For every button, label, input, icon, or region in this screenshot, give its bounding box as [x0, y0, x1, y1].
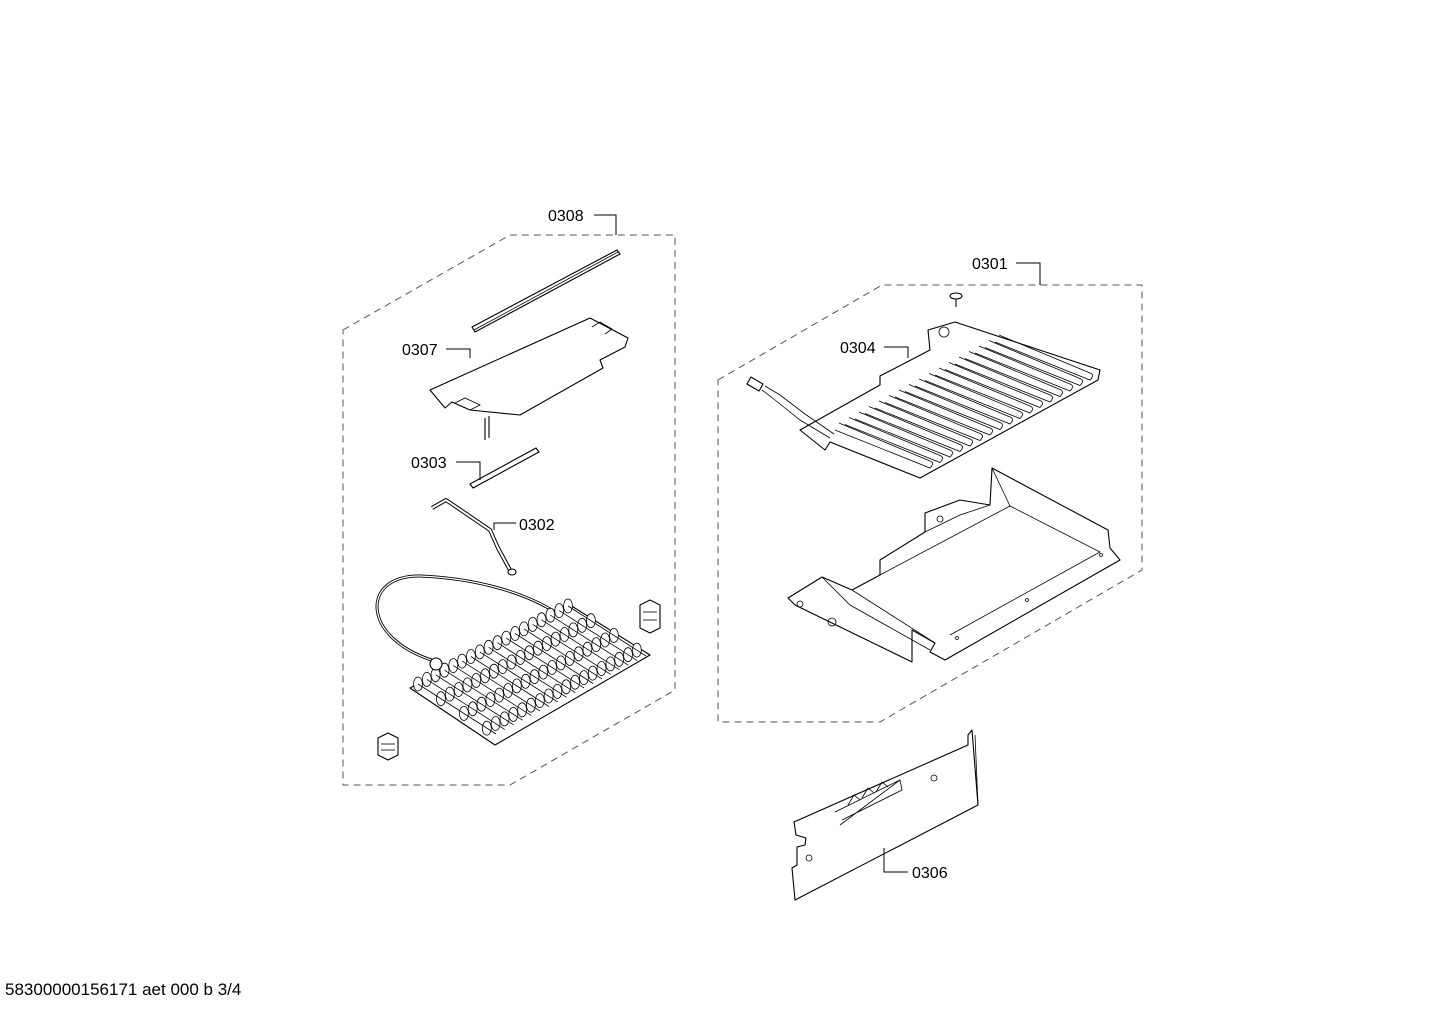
label-0302: 0302 — [519, 517, 555, 534]
part-rod-0303 — [469, 447, 540, 489]
label-0304: 0304 — [840, 340, 876, 357]
part-evaporator-coil — [375, 574, 651, 746]
part-strip-top — [471, 249, 621, 333]
leader-lines — [446, 214, 1041, 873]
part-panel-0306 — [791, 729, 979, 901]
label-0308: 0308 — [548, 208, 584, 225]
part-screw — [949, 292, 963, 307]
label-0303: 0303 — [411, 455, 447, 472]
part-tube-0302 — [431, 498, 517, 576]
label-0306: 0306 — [912, 865, 948, 882]
drawing-number-footer: 58300000156171 aet 000 b 3/4 — [5, 980, 242, 999]
part-clip-left — [377, 732, 399, 761]
part-heater-plate-0304 — [746, 321, 1101, 479]
label-0301: 0301 — [972, 256, 1008, 273]
part-clip-right — [639, 599, 661, 634]
part-drip-tray — [787, 467, 1121, 663]
part-cover-plate-0307 — [429, 317, 629, 440]
assembly-0308-group — [342, 234, 676, 786]
part-labels: 0308 0307 0303 0302 0301 0304 0306 — [402, 208, 1008, 882]
group-outline-0308 — [342, 234, 676, 786]
group-outline-0301 — [717, 284, 1143, 723]
assembly-0301-group — [717, 284, 1143, 723]
label-0307: 0307 — [402, 342, 438, 359]
